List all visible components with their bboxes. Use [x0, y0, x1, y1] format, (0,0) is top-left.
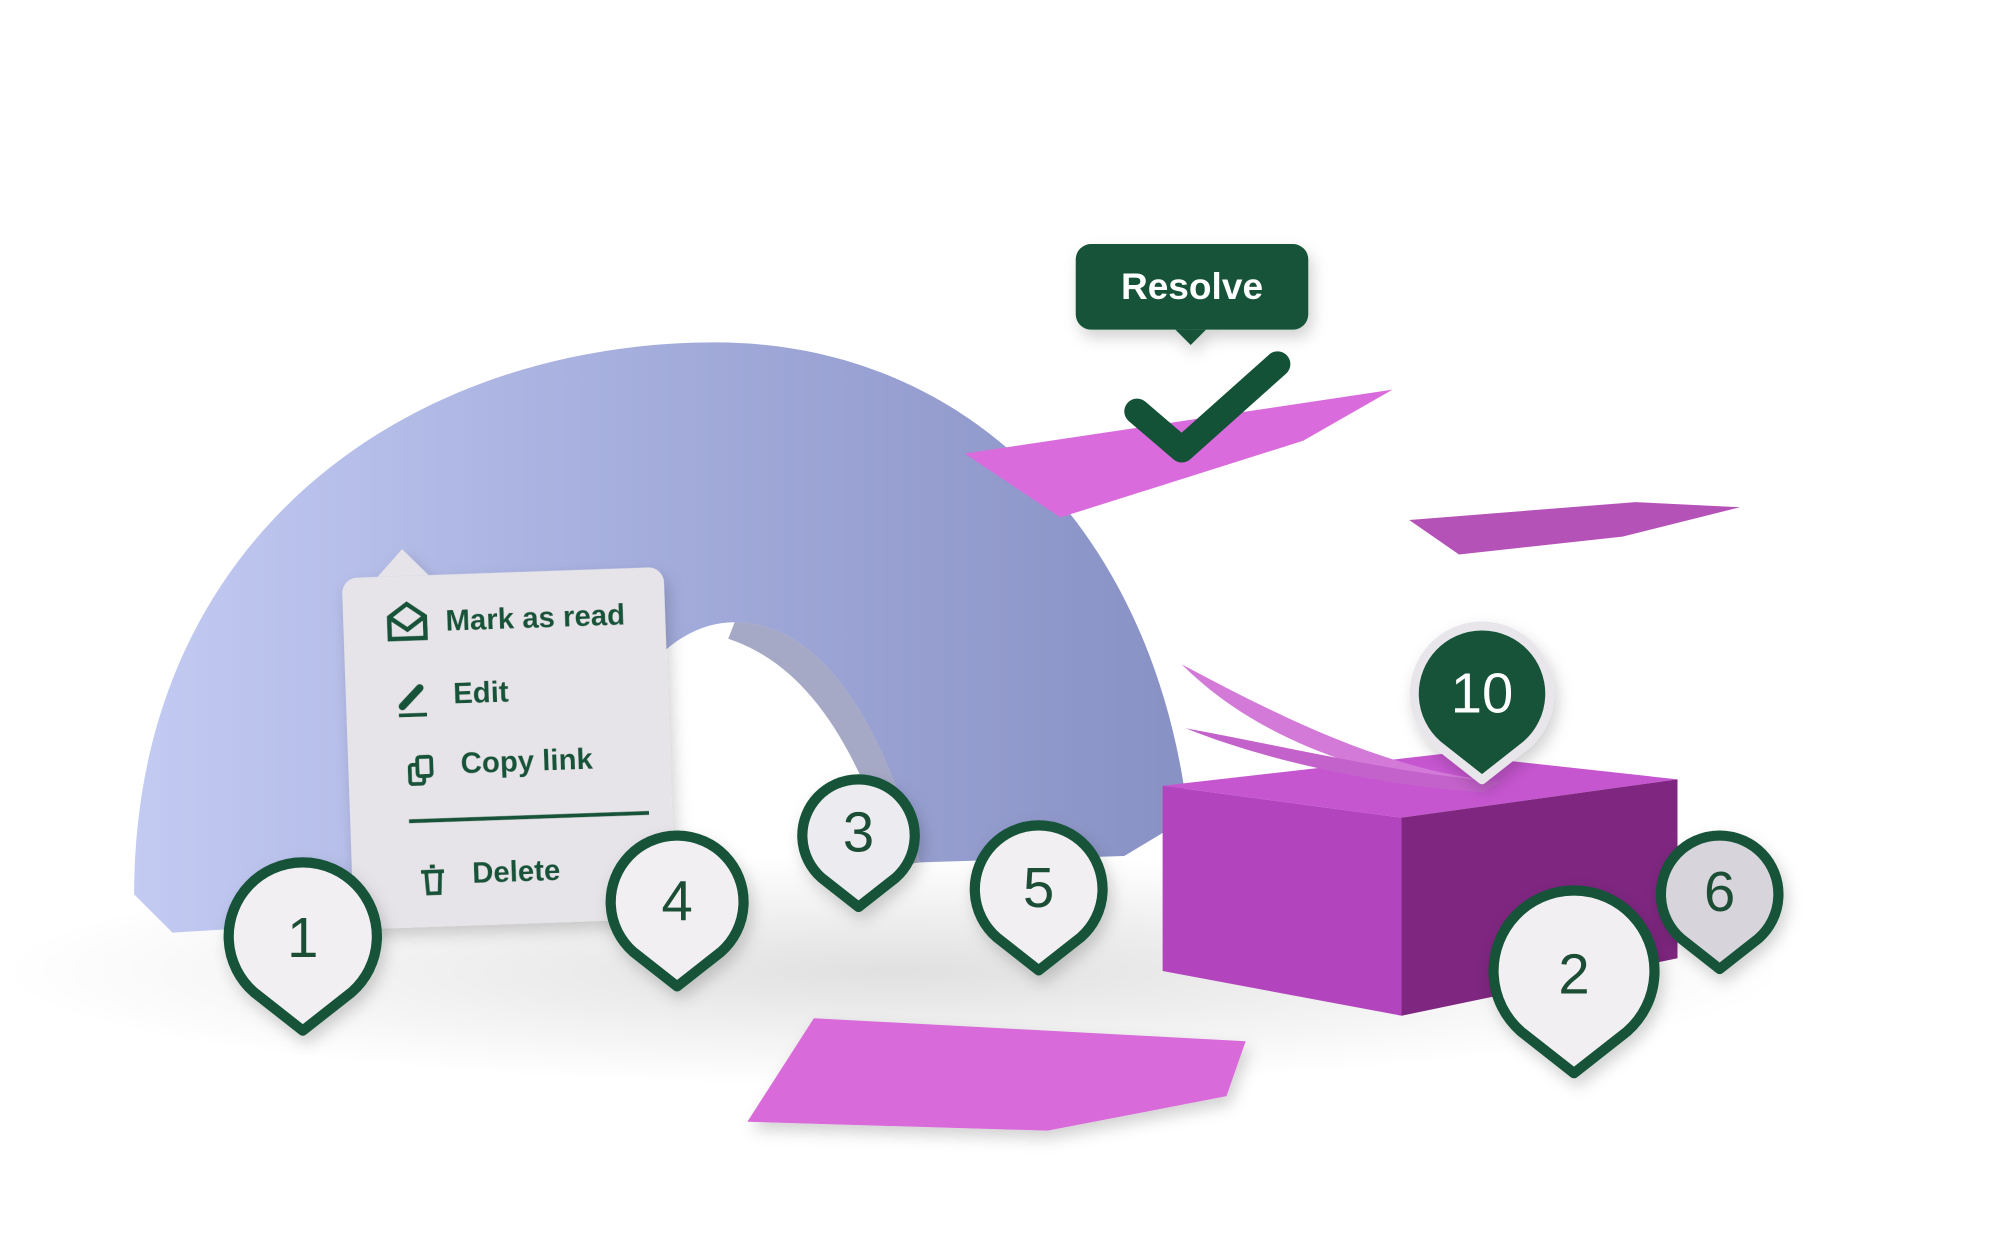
resolve-label: Resolve: [1121, 265, 1263, 307]
copy-icon: [407, 754, 434, 786]
pin-number: 5: [1023, 856, 1054, 919]
paper-sheet-right: [1409, 502, 1741, 555]
menu-item-delete[interactable]: Delete: [420, 854, 561, 896]
pin-marker-3[interactable]: 3: [797, 774, 920, 913]
menu-divider: [408, 810, 650, 824]
pencil-icon: [398, 684, 428, 718]
checkmark-icon: [1124, 351, 1291, 463]
pin-number: 2: [1558, 943, 1589, 1006]
menu-item-label: Edit: [453, 675, 510, 710]
trash-icon: [420, 864, 445, 896]
pin-marker-5[interactable]: 5: [969, 820, 1108, 976]
pin-shape: [1409, 621, 1555, 785]
pin-marker-10[interactable]: 10: [1409, 621, 1555, 785]
pin-marker-6[interactable]: 6: [1655, 830, 1784, 975]
pin-shape: [969, 820, 1108, 976]
menu-item-label: Copy link: [460, 743, 594, 781]
menu-item-label: Delete: [472, 854, 561, 890]
menu-item-mark-as-read[interactable]: Mark as read: [386, 596, 626, 642]
menu-item-label: Mark as read: [445, 599, 626, 638]
paper-sheet-bottom: [747, 1018, 1246, 1131]
pin-number: 3: [843, 800, 874, 863]
pin-marker-1[interactable]: 1: [223, 857, 382, 1036]
pin-shape: [1488, 885, 1660, 1079]
pin-number: 10: [1451, 662, 1514, 725]
menu-item-copy-link[interactable]: Copy link: [407, 743, 594, 786]
pin-number: 6: [1704, 860, 1735, 923]
pin-shape: [1655, 830, 1784, 975]
context-menu: Mark as read Edit Copy link Delete: [342, 549, 676, 929]
menu-item-edit[interactable]: Edit: [398, 675, 510, 718]
pin-shape: [223, 857, 382, 1036]
pin-number: 4: [661, 870, 692, 933]
pin-marker-4[interactable]: 4: [605, 830, 749, 992]
pin-shape: [605, 830, 749, 992]
pin-number: 1: [287, 906, 318, 969]
pin-marker-2[interactable]: 2: [1488, 885, 1660, 1079]
pin-shape: [797, 774, 920, 913]
resolve-tooltip[interactable]: Resolve: [1075, 244, 1309, 345]
envelope-open-icon: [386, 601, 428, 642]
